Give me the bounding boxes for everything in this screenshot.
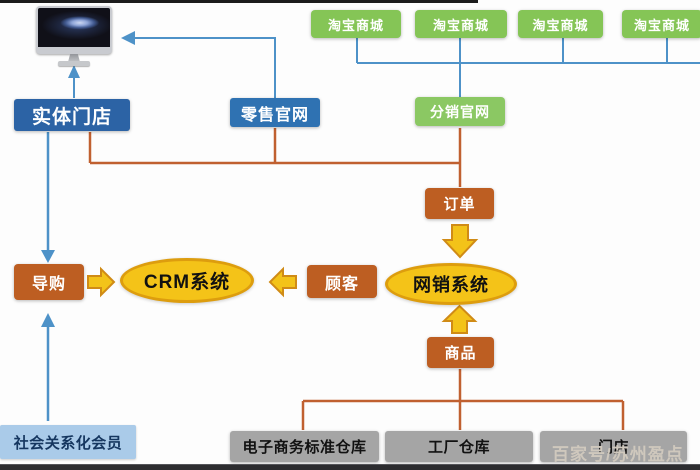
node-customer: 顾客 [307, 265, 377, 298]
connector-product-to-warehouses [301, 369, 625, 430]
node-crm-system: CRM系统 [120, 258, 254, 303]
node-social-member: 社会关系化会员 [0, 425, 136, 459]
watermark-text: 百家号/苏州盈点 [552, 445, 684, 464]
node-product: 商品 [427, 337, 494, 368]
node-guide: 导购 [14, 264, 84, 300]
block-arrow-guide-to-crm [87, 266, 116, 298]
node-taobao-mall-3: 淘宝商城 [518, 10, 603, 38]
node-online-sales-system: 网销系统 [385, 263, 517, 305]
connector-taobao-to-distribution [356, 38, 700, 97]
node-taobao-mall-2: 淘宝商城 [415, 10, 507, 38]
node-warehouse-factory: 工厂仓库 [385, 431, 533, 462]
node-taobao-mall-4: 淘宝商城 [622, 10, 700, 38]
connector-channels-to-order [88, 128, 462, 187]
top-border-line [0, 0, 478, 3]
imac-screen [36, 6, 112, 54]
bottom-border-bar [0, 464, 700, 470]
node-warehouse-store: 门店 [540, 431, 687, 462]
node-warehouse-ecommerce: 电子商务标准仓库 [230, 431, 379, 462]
node-distribution-site: 分销官网 [415, 97, 505, 126]
arrow-store-to-guide [41, 132, 55, 263]
imac-stand [68, 54, 80, 62]
node-retail-site: 零售官网 [230, 98, 320, 127]
node-order: 订单 [425, 188, 494, 219]
imac-computer-icon [36, 6, 112, 66]
node-physical-store: 实体门店 [14, 99, 130, 131]
node-taobao-mall-1: 淘宝商城 [311, 10, 401, 38]
block-arrow-product-to-online-sales [441, 304, 478, 334]
arrow-retail-site-to-computer [121, 31, 276, 98]
imac-base [58, 61, 90, 66]
arrow-store-to-computer [68, 65, 80, 98]
block-arrow-order-to-online-sales [441, 224, 479, 259]
block-arrow-customer-to-crm [268, 266, 297, 298]
arrow-member-to-guide [41, 313, 55, 421]
